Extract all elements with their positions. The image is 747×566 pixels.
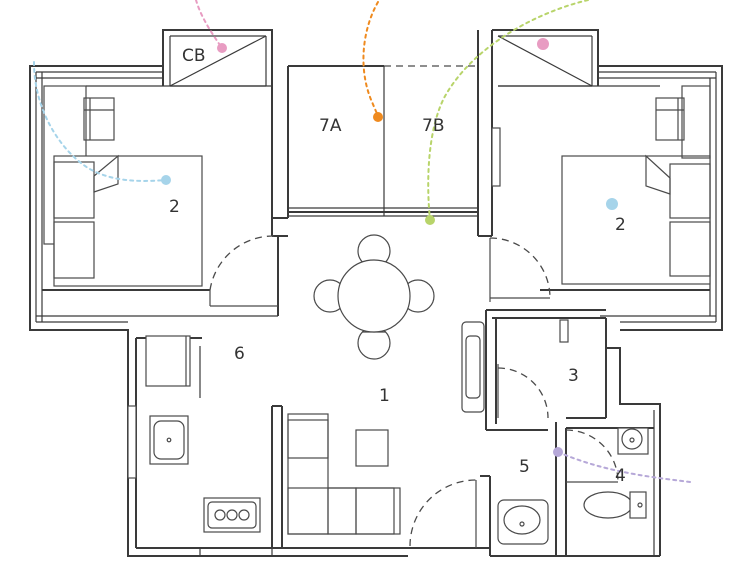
label-2-left: 2 (169, 197, 180, 217)
label-7a: 7A (319, 116, 342, 136)
label-7b: 7B (422, 116, 444, 136)
fridge (145, 335, 191, 387)
marker-blue-left (161, 175, 171, 185)
room-labels: CB 7A 7B 2 2 6 3 1 5 4 (169, 46, 626, 486)
right-chair (655, 97, 685, 141)
marker-pink-right (537, 38, 549, 50)
circulation-paths (33, 0, 691, 483)
path-lime (427, 0, 589, 221)
label-4: 4 (615, 466, 626, 486)
right-bed (561, 154, 711, 285)
marker-pink-left (217, 43, 227, 53)
stove (203, 497, 261, 533)
basin (497, 499, 549, 545)
doors (209, 235, 619, 548)
label-6: 6 (234, 344, 245, 364)
label-2-right: 2 (615, 215, 626, 235)
label-cb: CB (182, 46, 206, 66)
path-lavender (557, 451, 691, 483)
path-orange (362, 1, 379, 117)
label-3: 3 (568, 366, 579, 386)
label-5: 5 (519, 457, 530, 477)
path-light-blue (33, 61, 167, 182)
shower-basin (617, 427, 649, 455)
left-chair (83, 97, 115, 141)
right-desk (681, 85, 711, 159)
furniture (43, 85, 711, 545)
dining-table (313, 234, 435, 360)
bathtub (461, 321, 485, 413)
marker-blue-right (606, 198, 618, 210)
kitchen-sink (149, 415, 189, 465)
marker-orange (373, 112, 383, 122)
marker-lime (425, 215, 435, 225)
left-bed (53, 154, 203, 287)
walls (29, 29, 723, 557)
path-pink (195, 0, 223, 49)
label-1: 1 (379, 386, 390, 406)
coffee-table (355, 429, 389, 467)
marker-lavender (553, 447, 563, 457)
sofa (287, 413, 401, 535)
toilet (583, 491, 647, 519)
